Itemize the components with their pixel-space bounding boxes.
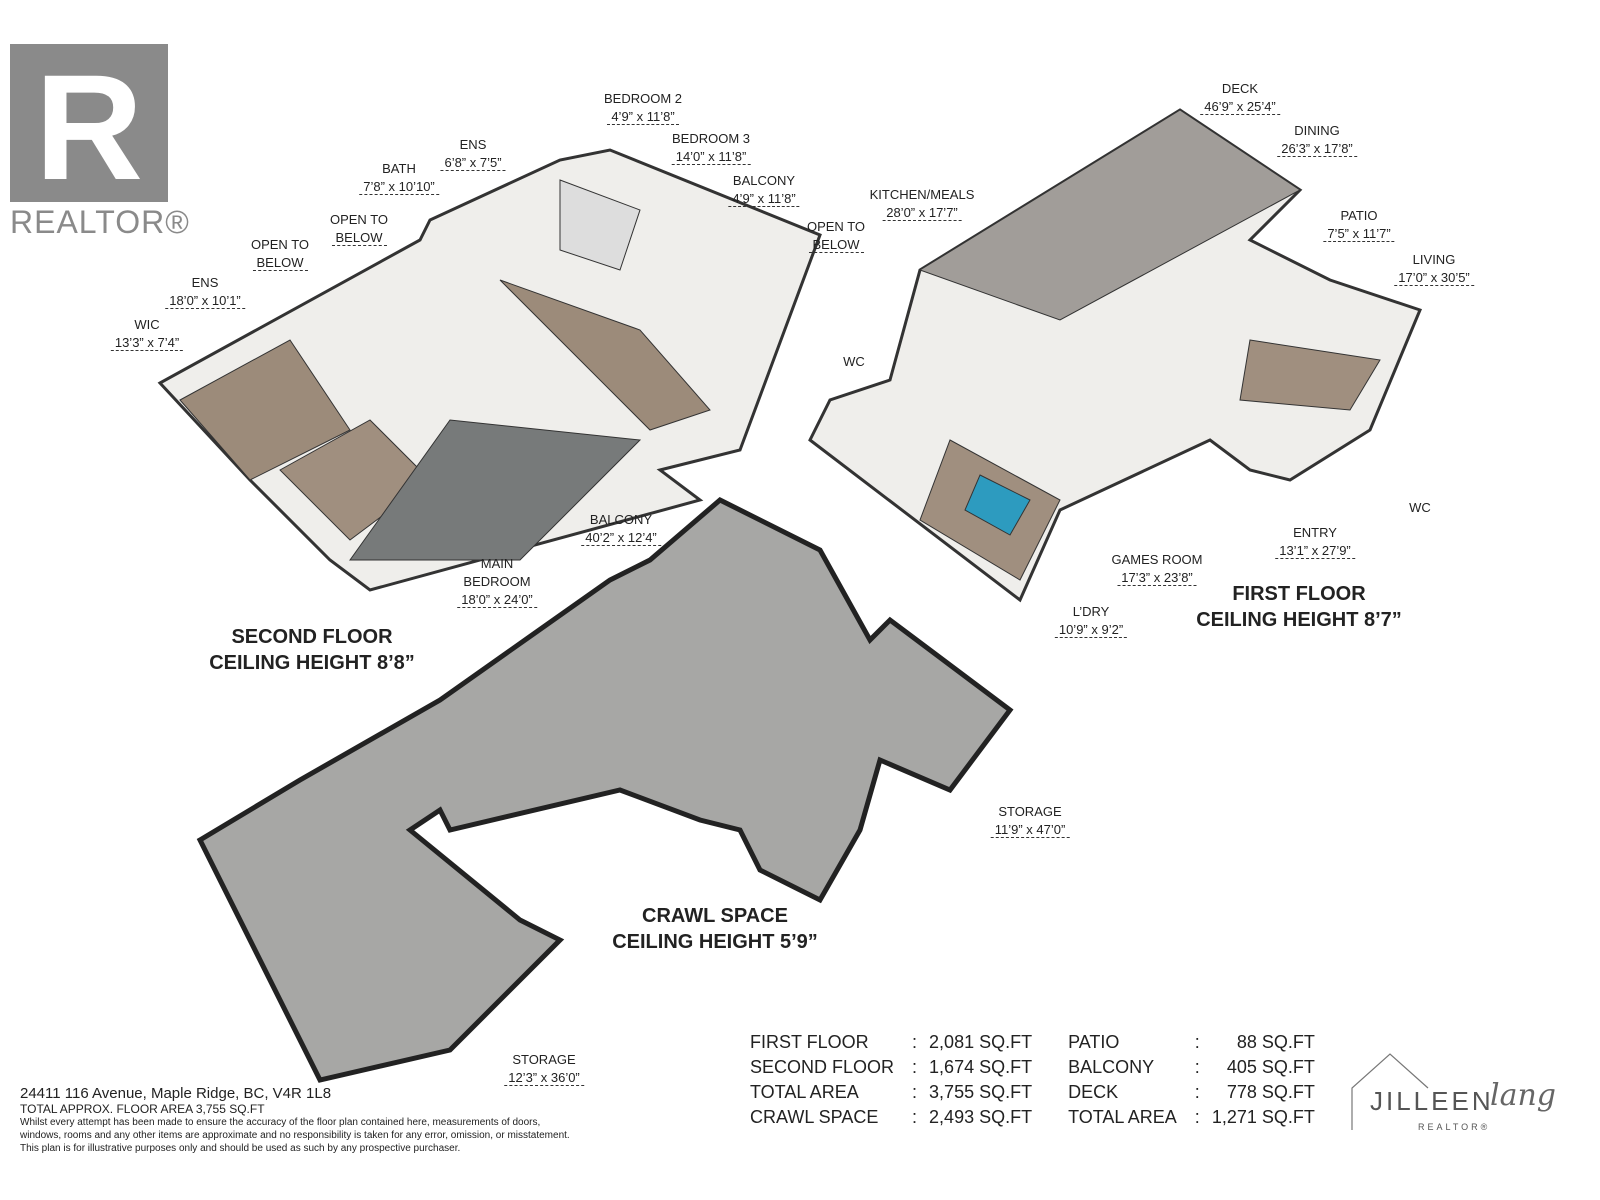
realtor-logo-text: REALTOR® <box>10 204 190 240</box>
address: 24411 116 Avenue, Maple Ridge, BC, V4R 1… <box>20 1085 332 1102</box>
house-outline-icon <box>1351 1053 1429 1130</box>
realtor-logo-mark: R <box>10 44 168 202</box>
disclaimer-line: Whilst every attempt has been made to en… <box>20 1117 541 1128</box>
crawl-space-plan <box>196 497 1014 1083</box>
jilleen-lang-logo: JILLEEN lang REALTOR® <box>1350 1052 1570 1132</box>
second-floor-plan <box>157 148 822 592</box>
disclaimer-line: This plan is for illustrative purposes o… <box>20 1143 461 1154</box>
disclaimer-line: windows, rooms and any other items are a… <box>20 1130 570 1141</box>
first-floor-plan <box>808 108 1423 603</box>
total-floor-area: TOTAL APPROX. FLOOR AREA 3,755 SQ.FT <box>20 1102 265 1116</box>
property-info: 24411 116 Avenue, Maple Ridge, BC, V4R 1… <box>20 1085 570 1155</box>
room-label-wc: WC <box>843 354 865 369</box>
realtor-logo: R REALTOR® <box>10 44 190 241</box>
room-label-wc-2: WC <box>1409 500 1431 515</box>
